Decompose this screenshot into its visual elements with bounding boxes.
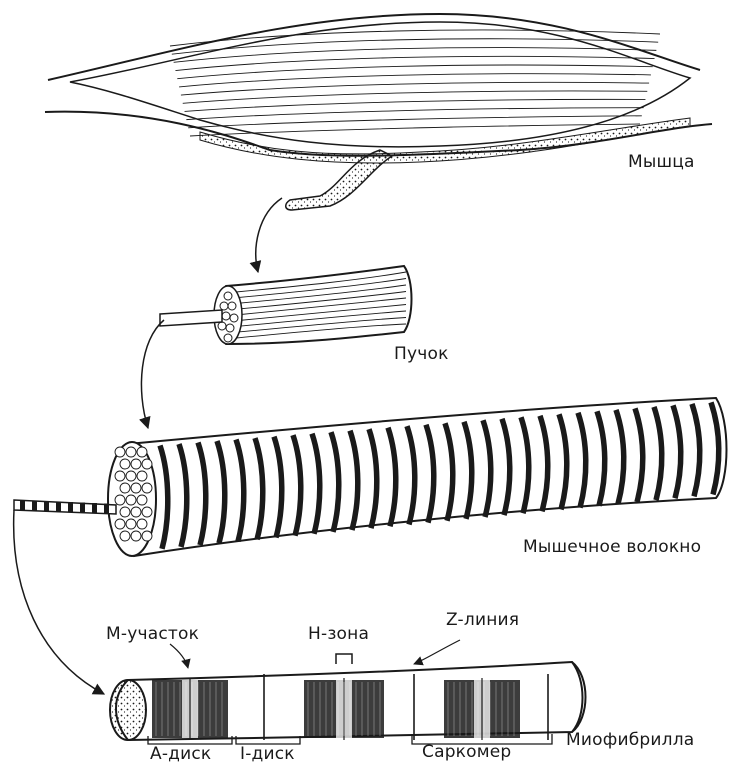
small-band (56, 502, 61, 512)
fiber-myofibril-end (137, 495, 147, 505)
bundle-fiber-end (220, 302, 228, 310)
fiber-myofibril-end (126, 471, 136, 481)
label-m-region: М-участок (106, 624, 199, 644)
h-zone-bracket (336, 654, 352, 664)
fiber-myofibril-end (142, 507, 152, 517)
small-band (32, 501, 37, 511)
fiber-myofibril-end (126, 519, 136, 529)
fiber-myofibril-end (142, 531, 152, 541)
fiber-myofibril-end (131, 531, 141, 541)
small-band (20, 500, 25, 510)
small-band (80, 503, 85, 513)
fiber-myofibril-end (120, 531, 130, 541)
fiber-myofibril-end (131, 459, 141, 469)
fiber-myofibril-end (120, 483, 130, 493)
label-myofibril: Миофибрилла (566, 730, 694, 750)
fiber-myofibril-end (137, 519, 147, 529)
fiber-myofibril-end (126, 447, 136, 457)
small-band (92, 503, 97, 513)
small-band (44, 501, 49, 511)
small-band (68, 502, 73, 512)
bundle-fiber-end (228, 302, 236, 310)
bundle-fiber-end (226, 324, 234, 332)
label-fiber: Мышечное волокно (523, 537, 701, 557)
fiber-myofibril-end (115, 471, 125, 481)
fiber-protruding-myofibril (14, 500, 116, 514)
bundle-fiber-end (224, 292, 232, 300)
bundle-fiber-end (224, 334, 232, 342)
fiber-myofibril-end (120, 507, 130, 517)
myofibril-illustration (110, 662, 586, 740)
fiber-myofibril-end (142, 459, 152, 469)
bundle-illustration (160, 266, 412, 344)
bundle-fiber-end (230, 314, 238, 322)
fiber-myofibril-end (131, 507, 141, 517)
fiber-myofibril-end (115, 519, 125, 529)
fiber-myofibril-end (115, 495, 125, 505)
label-sarcomere: Саркомер (422, 742, 511, 762)
label-bundle: Пучок (394, 344, 449, 364)
label-h-zone: Н-зона (308, 624, 369, 644)
z-line-pointer (414, 640, 460, 664)
myofibril-end (110, 680, 146, 740)
arrow-bundle-to-fiber (141, 320, 164, 428)
fiber-myofibril-end (131, 483, 141, 493)
muscle-illustration (45, 14, 712, 210)
fiber-illustration (14, 398, 727, 556)
small-band (104, 504, 109, 514)
label-i-disc: I-диск (240, 744, 295, 764)
fiber-myofibril-end (137, 447, 147, 457)
arrow-fiber-to-myofibril (14, 510, 104, 694)
bundle-fiber-end (222, 312, 230, 320)
label-z-line: Z-линия (446, 610, 519, 630)
fiber-myofibril-end (115, 447, 125, 457)
fiber-myofibril-end (126, 495, 136, 505)
bundle-protruding-fiber (160, 310, 222, 326)
arrow-muscle-to-bundle (256, 198, 282, 272)
m-region-pointer (170, 644, 188, 668)
label-a-disc: А-диск (150, 744, 211, 764)
bundle-fiber-end (218, 322, 226, 330)
fiber-myofibril-end (142, 483, 152, 493)
bundle-body (217, 266, 412, 344)
fiber-myofibril-end (120, 459, 130, 469)
fiber-myofibril-end (137, 471, 147, 481)
label-muscle: Мышца (628, 152, 695, 172)
